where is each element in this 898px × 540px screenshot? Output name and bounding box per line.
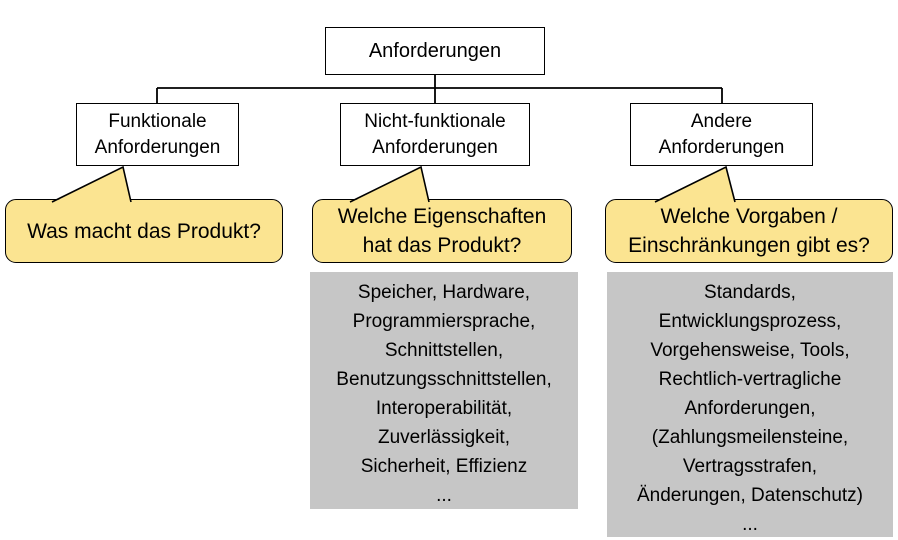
- callout-tail-funktionale-outline: [51, 165, 132, 203]
- callout-nicht-funktionale-question: Welche Eigenschaften hat das Produkt?: [312, 199, 572, 263]
- root-node-anforderungen: Anforderungen: [325, 27, 545, 75]
- callout-andere-question: Welche Vorgaben / Einschränkungen gibt e…: [605, 199, 893, 263]
- callout-tail-nicht-funktionale-outline: [349, 165, 430, 203]
- callout-tail-nicht-funktionale: [350, 167, 429, 203]
- examples-nicht-funktionale-list: Speicher, Hardware, Programmiersprache, …: [310, 272, 578, 509]
- node-andere-anforderungen: Andere Anforderungen: [630, 103, 813, 166]
- node-nicht-funktionale-anforderungen: Nicht-funktionale Anforderungen: [340, 103, 530, 166]
- callout-tail-andere: [655, 167, 735, 203]
- callout-tail-andere-outline: [654, 165, 736, 203]
- callout-tail-funktionale: [52, 167, 131, 203]
- tree-connector-lines: [156, 75, 723, 103]
- node-funktionale-anforderungen: Funktionale Anforderungen: [76, 103, 239, 166]
- examples-andere-list: Standards, Entwicklungsprozess, Vorgehen…: [607, 272, 893, 537]
- callout-funktionale-question: Was macht das Produkt?: [5, 199, 283, 263]
